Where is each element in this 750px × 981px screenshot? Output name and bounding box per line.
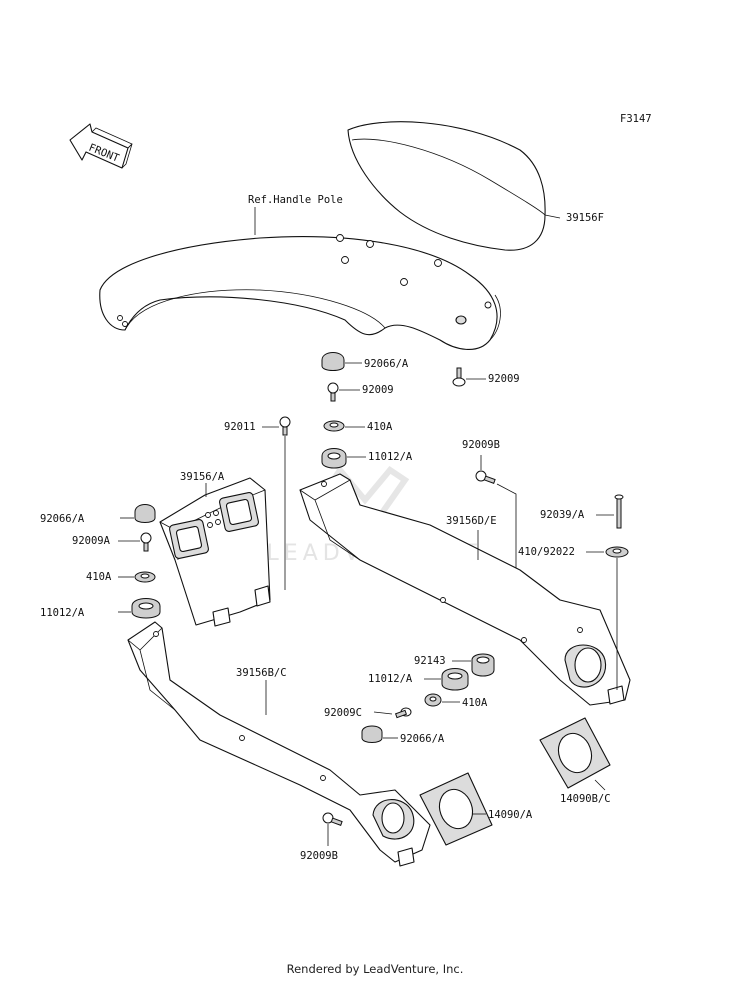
hw-92066A-bottom [361,725,398,743]
label-92009A: 92009A [72,535,111,547]
hw-410A-bottom [424,693,460,707]
hw-92009-right [452,367,486,387]
hw-92011 [262,416,291,590]
hw-92009C [373,707,412,719]
hw-11012A-bottom [424,668,469,691]
label-11012A-bottom: 11012/A [368,673,413,685]
label-14090BC: 14090B/C [560,793,611,805]
footer-credit: Rendered by LeadVenture, Inc. [286,962,464,976]
label-39156A: 39156/A [180,471,225,483]
side-cover-39156BC [127,621,431,867]
label-410A-top: 410A [367,421,393,433]
front-arrow-icon: FRONT [69,123,133,169]
hw-11012A-left [118,598,161,619]
label-92066A-left: 92066/A [40,513,85,525]
hw-92039A [596,494,624,529]
label-11012A-top: 11012/A [368,451,413,463]
hw-92009-top [327,382,360,402]
hw-410-92022 [586,546,629,690]
trim-ring-14090A [419,772,493,846]
hw-11012A-top [321,448,366,469]
label-92009B-top: 92009B [462,439,500,451]
label-410A-left: 410A [86,571,112,583]
label-92011: 92011 [224,421,256,433]
label-92039A: 92039/A [540,509,585,521]
label-92009-top: 92009 [362,384,394,396]
hw-92009B-bottom [322,812,343,846]
hw-92009B-top [475,455,517,590]
label-92066A-bottom: 92066/A [400,733,445,745]
label-410-92022: 410/92022 [518,546,575,558]
label-11012A-left: 11012/A [40,607,85,619]
label-39156DE: 39156D/E [446,515,497,527]
figure-code: F3147 [620,113,652,125]
label-39156F: 39156F [566,212,604,224]
label-92009B-bottom: 92009B [300,850,338,862]
hw-410A-top [323,420,365,432]
hw-92066A-top [321,352,362,371]
label-39156BC: 39156B/C [236,667,287,679]
seat-39156F [347,121,561,251]
rear-fender [99,207,501,350]
label-ref-handle-pole: Ref.Handle Pole [248,194,343,206]
trim-ring-14090BC [539,717,611,791]
label-14090A: 14090/A [488,809,533,821]
hw-92143 [452,653,495,677]
label-92009-right: 92009 [488,373,520,385]
label-92009C: 92009C [324,707,362,719]
label-92143: 92143 [414,655,446,667]
side-cover-39156DE [299,473,631,706]
label-410A-bottom: 410A [462,697,488,709]
front-panel-39156A [159,477,271,627]
hw-92009A [118,532,152,552]
label-92066A-top: 92066/A [364,358,409,370]
hw-410A-left [118,571,156,583]
hw-92066A-left [120,504,156,523]
